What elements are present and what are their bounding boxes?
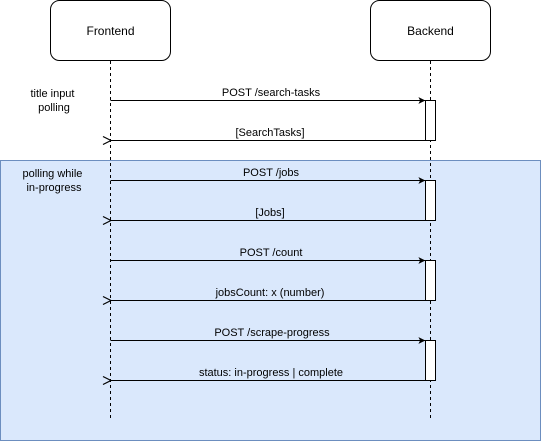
title-polling-line1: title input [30,88,74,100]
frame-label-line1: polling while [23,168,83,180]
message-status-response: status: in-progress | complete [111,367,426,381]
activation-bar-count [425,260,436,301]
label-post-jobs: POST /jobs [243,167,300,179]
title-polling-note: title input polling [30,88,77,114]
actor-backend[interactable]: Backend [370,0,491,61]
activation-bar-scrape-progress [425,340,436,381]
actor-frontend[interactable]: Frontend [50,0,171,61]
message-jobs-response: [Jobs] [111,207,426,221]
label-status-response: status: in-progress | complete [199,367,343,379]
backend-label: Backend [407,24,454,38]
label-searchtasks-response: [SearchTasks] [235,127,304,139]
message-post-jobs: POST /jobs [110,167,426,184]
message-jobscount-response: jobsCount: x (number) [111,287,426,301]
message-post-search-tasks: POST /search-tasks [110,87,426,104]
title-polling-line2: polling [38,102,70,114]
backend-box [370,0,491,61]
frontend-box [50,0,171,61]
frontend-label: Frontend [86,24,134,38]
label-post-scrape-progress: POST /scrape-progress [214,327,330,339]
message-post-scrape-progress: POST /scrape-progress [110,327,426,344]
label-jobs-response: [Jobs] [255,207,284,219]
label-jobscount-response: jobsCount: x (number) [215,287,325,299]
message-searchtasks-response: [SearchTasks] [111,127,426,141]
activation-bar-search-tasks [425,100,436,141]
message-post-count: POST /count [110,247,426,264]
label-post-count: POST /count [240,247,303,259]
frame-label-line2: in-progress [26,182,82,194]
frame-label: polling while in-progress [23,168,86,194]
activation-bar-jobs [425,180,436,221]
label-post-search-tasks: POST /search-tasks [222,87,321,99]
